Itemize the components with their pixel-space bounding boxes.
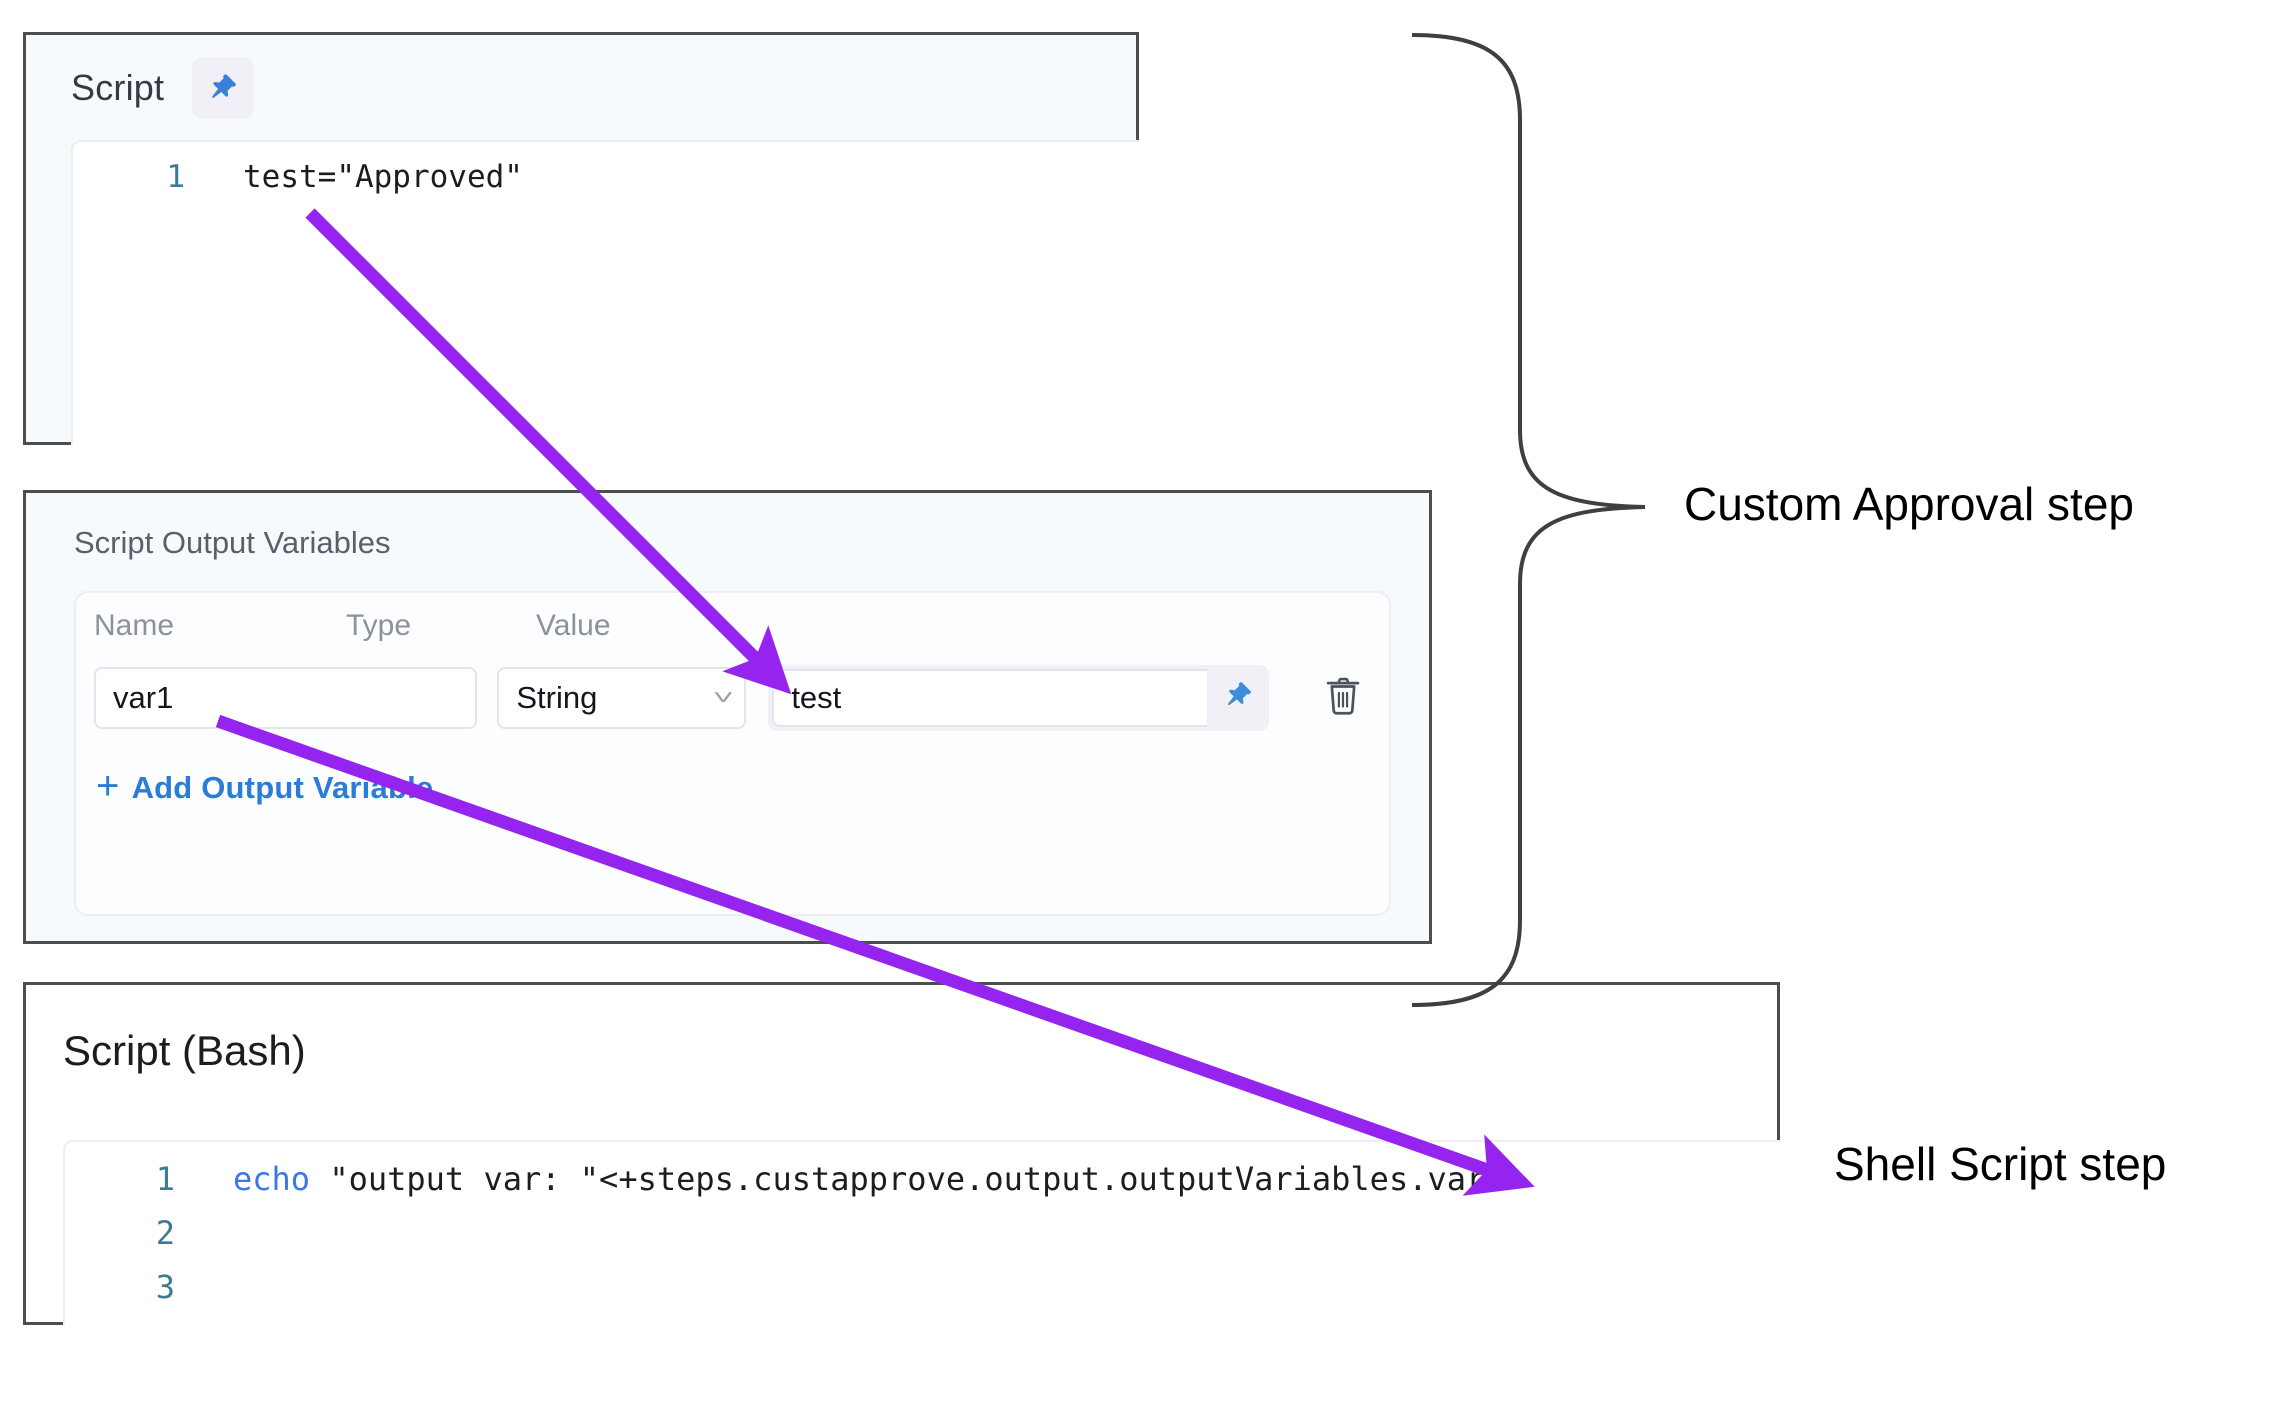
code-line: 2 <box>65 1214 1780 1268</box>
script-output-variables-panel: Script Output Variables Name Type Value … <box>23 490 1432 944</box>
output-variables-title: Script Output Variables <box>74 525 391 560</box>
shell-script-step-label: Shell Script step <box>1834 1138 2167 1190</box>
curly-brace <box>1411 33 1646 1007</box>
script-panel: Script 1 test="Approved" <box>23 32 1139 445</box>
variable-value-input[interactable]: test <box>772 669 1208 727</box>
pin-icon-button[interactable] <box>192 56 255 119</box>
script-panel-header: Script <box>26 35 1136 140</box>
code-keyword: echo <box>233 1160 311 1198</box>
trash-icon <box>1322 674 1364 723</box>
variable-value-pin-button[interactable] <box>1207 665 1269 731</box>
add-output-variable-button[interactable]: + Add Output Variable <box>96 764 434 808</box>
output-variables-column-headers: Name Type Value <box>94 609 1389 643</box>
chevron-down-icon: ˅ <box>712 686 734 709</box>
code-text: echo "output var: "<+steps.custapprove.o… <box>175 1160 1524 1198</box>
code-line: 3 <box>65 1268 1780 1322</box>
column-header-name: Name <box>94 609 175 642</box>
bash-panel-title: Script (Bash) <box>63 1027 306 1074</box>
pin-icon <box>1222 679 1255 717</box>
code-rest: "output var: "<+steps.custapprove.output… <box>310 1160 1524 1198</box>
column-header-type: Type <box>346 609 412 642</box>
bash-script-panel: Script (Bash) 1 echo "output var: "<+ste… <box>23 982 1780 1325</box>
pin-icon <box>206 71 240 105</box>
variable-type-value: String <box>516 680 598 715</box>
variable-value-group: test <box>768 665 1270 731</box>
script-panel-title: Script <box>71 66 165 108</box>
line-number: 3 <box>155 1268 175 1306</box>
add-output-variable-label: Add Output Variable <box>131 769 434 805</box>
code-text: test="Approved" <box>243 159 523 195</box>
bash-code-editor[interactable]: 1 echo "output var: "<+steps.custapprove… <box>63 1140 1780 1325</box>
variable-type-select[interactable]: String ˅ <box>497 667 747 729</box>
delete-variable-button[interactable] <box>1311 666 1375 730</box>
output-variable-row: var1 String ˅ test <box>94 665 1375 731</box>
line-number: 2 <box>155 1214 175 1252</box>
code-line: 1 echo "output var: "<+steps.custapprove… <box>65 1160 1780 1214</box>
variable-name-input[interactable]: var1 <box>94 667 478 729</box>
code-line: 1 test="Approved" <box>73 159 1139 211</box>
line-number: 1 <box>155 1160 175 1198</box>
column-header-value: Value <box>536 609 611 642</box>
custom-approval-step-label: Custom Approval step <box>1684 478 2135 530</box>
script-code-editor[interactable]: 1 test="Approved" <box>71 140 1139 445</box>
plus-icon: + <box>96 764 120 808</box>
output-variables-card: Name Type Value var1 String ˅ test <box>74 591 1391 916</box>
line-number: 1 <box>166 159 185 195</box>
